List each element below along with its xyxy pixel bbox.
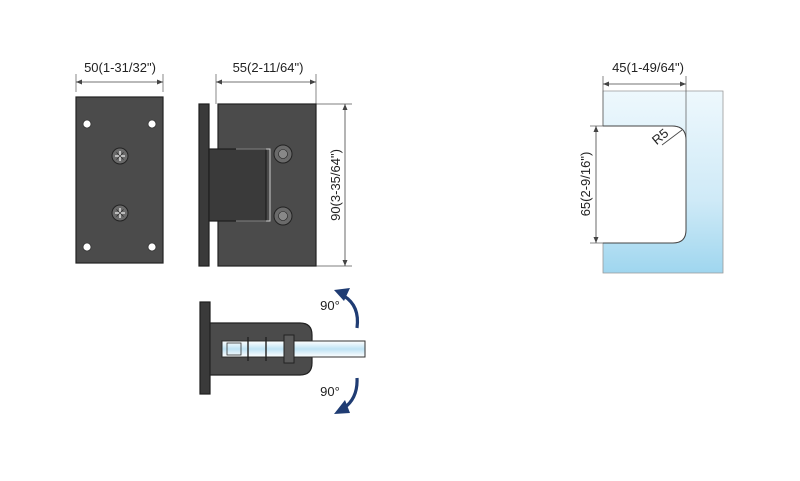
side-width-label: 55(2-11/64") xyxy=(233,60,304,75)
top-screw-block xyxy=(283,334,295,364)
side-knuckle xyxy=(208,148,267,222)
rotation-bottom-label: 90° xyxy=(320,384,340,399)
front-view: 50(1-31/32") xyxy=(75,60,164,264)
front-screw-top-icon xyxy=(111,147,129,165)
front-hole-br xyxy=(147,242,157,252)
glass-cutout-view: 45(1-49/64") 65(2-9/16") R5 xyxy=(578,60,724,274)
side-wall-plate xyxy=(198,103,210,267)
top-wall-plate xyxy=(199,301,211,395)
rotation-arrowhead-down-icon xyxy=(334,400,350,414)
front-hole-tl xyxy=(82,119,92,129)
rotation-top-label: 90° xyxy=(320,298,340,313)
rotation-arrow-up-icon xyxy=(343,294,360,329)
front-screw-bottom-icon xyxy=(111,204,129,222)
radius-label: R5 xyxy=(649,125,671,147)
front-hole-tr xyxy=(147,119,157,129)
side-screw-top-icon xyxy=(273,144,293,164)
glass-height-label: 65(2-9/16") xyxy=(578,152,593,217)
glass-width-label: 45(1-49/64") xyxy=(612,60,684,75)
glass-notch-outline xyxy=(603,125,687,244)
side-screw-bottom-icon xyxy=(273,206,293,226)
front-width-label: 50(1-31/32") xyxy=(84,60,156,75)
top-inner-slot xyxy=(226,342,242,356)
side-knuckle-edge xyxy=(266,148,271,222)
radius-leader-line xyxy=(661,129,683,146)
front-hole-bl xyxy=(82,242,92,252)
side-height-label: 90(3-35/64") xyxy=(328,149,343,221)
top-view: 90° 90° xyxy=(199,288,366,414)
side-view: 55(2-11/64") 90(3-35/64") xyxy=(198,60,352,267)
glass-panel xyxy=(602,90,724,274)
rotation-arrowhead-up-icon xyxy=(334,288,350,301)
